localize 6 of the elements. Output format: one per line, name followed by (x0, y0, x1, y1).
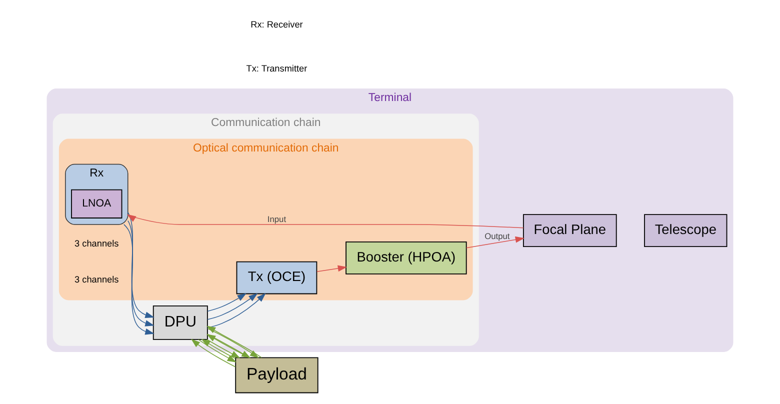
label: Tx: Transmitter (246, 63, 308, 74)
label: 3 channels (74, 238, 119, 249)
edge-label: Output (484, 230, 510, 241)
label: Rx: Receiver (250, 19, 303, 30)
edge-label: Input (267, 214, 286, 224)
label: 3 channels (74, 274, 119, 284)
